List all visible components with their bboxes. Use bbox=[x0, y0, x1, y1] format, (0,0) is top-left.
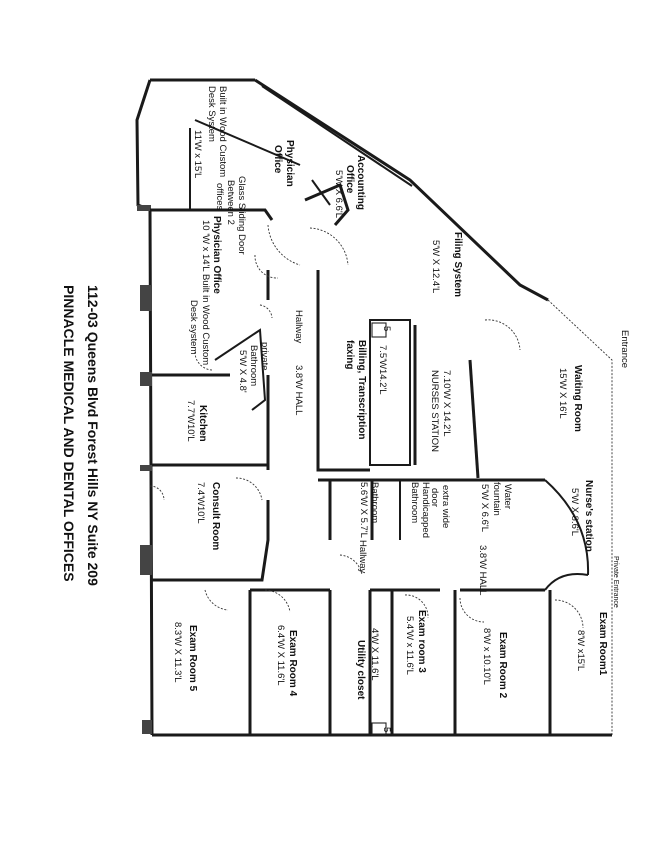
label-exam-room-2-dim: 8'W x 10.10'L bbox=[481, 628, 492, 685]
label-hall-width: 3.8'W HALL bbox=[293, 365, 304, 415]
label-kitchen: Kitchen bbox=[197, 405, 208, 442]
label-physician-office-2: Office bbox=[272, 145, 283, 174]
label-physician-office-1: Physician bbox=[284, 140, 295, 187]
label-private-bathroom-2: Bathroom bbox=[248, 345, 259, 386]
label-waiting-room: Waiting Room bbox=[572, 365, 583, 432]
label-private-bathroom-1: private bbox=[259, 342, 270, 371]
room-labels: Built in Wood Custom Desk System 11'W x … bbox=[172, 86, 630, 732]
label-handicap-door-1: extra wide bbox=[440, 485, 451, 528]
label-builtin-desk-dim: 11'W x 15'L bbox=[192, 130, 203, 178]
label-nurses-station: NURSES STATION bbox=[429, 370, 440, 452]
label-waiting-room-dim: 15'W X 16'L bbox=[557, 368, 568, 419]
label-handicap-bathroom-2: Bathroom bbox=[409, 482, 420, 523]
label-fountain: fountain bbox=[491, 482, 502, 516]
label-hallway-small: Hallway bbox=[357, 540, 368, 574]
label-nurse-station-dim: 5'W X 8.6'L bbox=[569, 488, 580, 536]
label-kitchen-dim: 7.7'W10'L bbox=[185, 400, 196, 442]
label-exam-room-4-dim: 6.4'W X 11.6'L bbox=[275, 625, 286, 685]
label-exam-room-5-dim: 8.3'W X 11.3'L bbox=[172, 622, 183, 682]
label-billing-1: Billing, Transcription bbox=[356, 340, 367, 439]
label-exam-room-3-dim: 5.4'W x 11.6'L bbox=[404, 616, 415, 675]
label-handicap-bathroom-1: Handicapped bbox=[420, 482, 431, 538]
label-glass-door-2: Between 2 bbox=[225, 180, 236, 225]
label-bathroom: Bathroom bbox=[369, 482, 380, 523]
label-physician-office-2-desk: Desk system bbox=[188, 300, 199, 354]
title-address: 112-03 Queens Blvd Forest Hills NY Suite… bbox=[85, 285, 101, 586]
label-hallway: Hallway bbox=[293, 310, 304, 344]
label-billing-dim: 7.5'W14.2'L bbox=[377, 345, 388, 395]
label-exam-room-2: Exam Room 2 bbox=[497, 632, 508, 699]
label-exam-room-5: Exam Room 5 bbox=[187, 625, 198, 692]
label-water: Water bbox=[502, 484, 513, 509]
label-filing-system-dim: 5'W X 12.4'L bbox=[430, 240, 441, 293]
label-bathroom-dim: 5.6'W X 5.7'L bbox=[358, 482, 369, 538]
title-company: PINNACLE MEDICAL AND DENTAL OFFICES bbox=[61, 285, 77, 582]
label-private-bathroom-dim: 5'W X 4.8' bbox=[237, 350, 248, 393]
label-accounting-1: Accounting bbox=[355, 155, 366, 210]
label-builtin-desk-1: Built in Wood Custom bbox=[217, 86, 228, 177]
interior-walls bbox=[150, 119, 590, 736]
label-consult-room-dim: 7.4'W10'L bbox=[195, 482, 206, 524]
title-block: 112-03 Queens Blvd Forest Hills NY Suite… bbox=[61, 285, 101, 586]
label-entrance: Entrance bbox=[619, 330, 630, 368]
label-box-a: 5 bbox=[381, 326, 392, 331]
label-nurse-station: Nurse's station bbox=[583, 480, 594, 552]
label-exam-room-1-dim: 8'W x15'L bbox=[575, 630, 586, 671]
label-hall-width-2: 3.8'W HALL bbox=[477, 545, 488, 595]
label-exam-room-4: Exam Room 4 bbox=[287, 630, 298, 697]
label-billing-2: faxing bbox=[344, 340, 355, 369]
label-builtin-desk-2: Desk System bbox=[206, 86, 217, 142]
label-handicap-door-2: door bbox=[429, 488, 440, 507]
label-glass-door-3: offices bbox=[214, 183, 225, 211]
label-utility-closet: Utility closet bbox=[355, 640, 366, 700]
label-consult-room: Consult Room bbox=[210, 482, 221, 550]
label-private-entrance: Private Entrance bbox=[612, 556, 619, 608]
label-physician-office-2-title: Physician Office bbox=[211, 216, 222, 294]
door-swings bbox=[149, 224, 584, 629]
label-nurses-station-dim: 7.10'W X 14.2'L bbox=[441, 370, 452, 436]
label-accounting-dim: 5'W X 6.6'L bbox=[333, 170, 344, 218]
label-glass-door-1: Glass Sliding Door bbox=[236, 176, 247, 255]
label-handicap-dim: 5'W X 6.6'L bbox=[479, 484, 490, 532]
label-exam-room-1: Exam Room1 bbox=[597, 612, 608, 676]
label-box-b: 5 bbox=[381, 727, 392, 732]
label-filing-system: Filing System bbox=[452, 232, 463, 297]
label-exam-room-3: Exam room 3 bbox=[416, 610, 427, 673]
label-accounting-2: Office bbox=[344, 165, 355, 194]
label-physician-office-2-dim: 10 'W x 14'L Built in Wood Custom bbox=[200, 220, 211, 365]
label-utility-dim: 4'W X 11.6'L bbox=[369, 628, 380, 681]
